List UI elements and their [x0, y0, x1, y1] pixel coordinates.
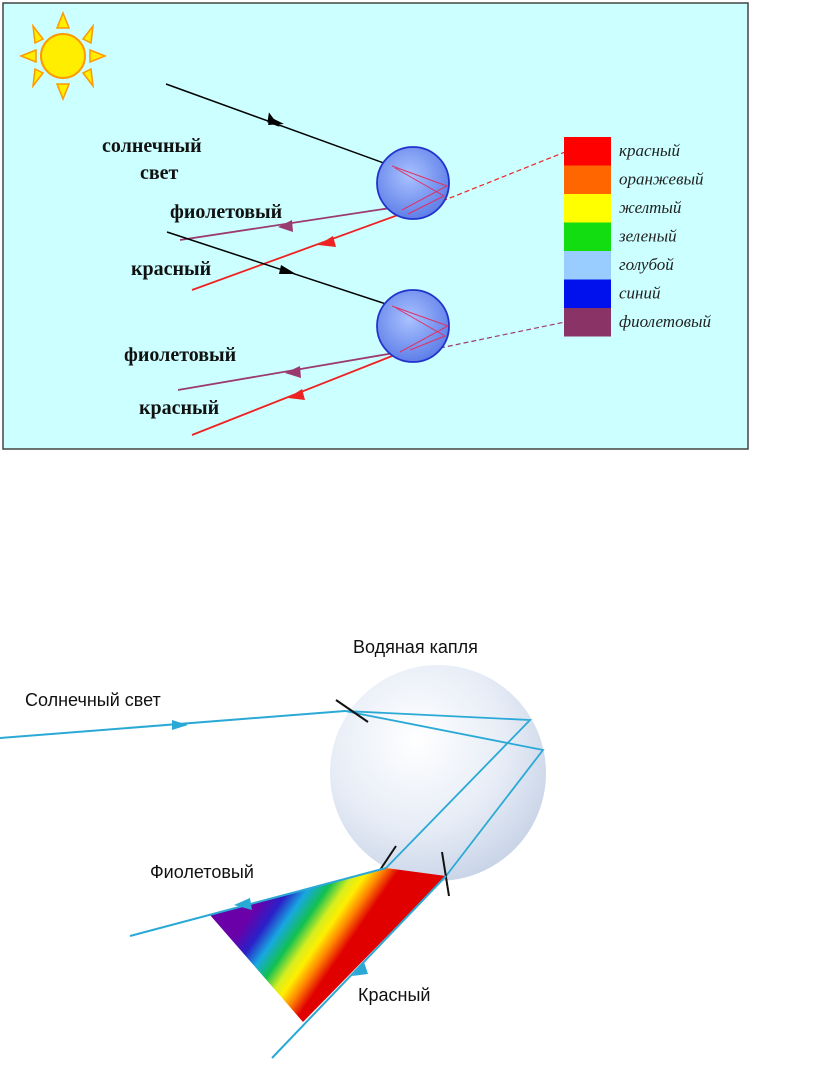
spectrum-swatch	[564, 251, 611, 280]
spectrum-label: голубой	[619, 255, 674, 274]
incoming-ray-arrow-icon	[172, 720, 188, 730]
label-red-lower: красный	[139, 397, 219, 419]
violet-outgoing-ray	[129, 867, 387, 937]
spectrum-label: фиолетовый	[619, 312, 711, 331]
violet-ray-arrow-icon	[234, 898, 252, 910]
internal-rays	[344, 710, 545, 877]
spectrum-label: красный	[619, 141, 680, 160]
sun-icon	[18, 10, 108, 102]
label-red-upper: красный	[131, 258, 211, 280]
water-drop	[330, 665, 546, 881]
spectrum-legend: красный оранжевый желтый зеленый голубой сини…	[564, 137, 711, 337]
upper-raindrop	[376, 146, 450, 220]
spectrum-label: оранжевый	[619, 170, 704, 189]
spectrum-label: зеленый	[618, 227, 677, 246]
label-sunlight-line1: солнечный	[102, 135, 202, 157]
lower-raindrop	[376, 289, 450, 363]
red-ray-arrow-icon	[352, 962, 368, 976]
spectrum-swatch	[564, 279, 611, 308]
lower-drop-rays	[166, 231, 566, 436]
label-violet: Фиолетовый	[150, 862, 254, 882]
spectrum-swatch	[564, 308, 611, 337]
label-violet-upper: фиолетовый	[170, 201, 282, 223]
red-outgoing-ray	[271, 875, 447, 1059]
spectrum-swatch	[564, 194, 611, 223]
label-red: Красный	[358, 985, 430, 1005]
spectrum-label: синий	[619, 284, 661, 303]
rainbow-fan	[210, 868, 446, 1022]
top-diagram-background	[2, 2, 749, 450]
spectrum-swatch	[564, 165, 611, 194]
label-violet-lower: фиолетовый	[124, 344, 236, 366]
spectrum-swatch	[564, 222, 611, 251]
spectrum-label: желтый	[619, 198, 682, 217]
label-water-drop: Водяная капля	[353, 637, 478, 657]
bottom-diagram: Водяная капля Солнечный свет Фиолетовый …	[0, 637, 546, 1059]
top-diagram: солнечный свет фиолетовый красный фиолет…	[2, 2, 749, 450]
label-sunlight-line2: свет	[140, 162, 179, 184]
spectrum-swatch	[564, 137, 611, 166]
label-sunlight: Солнечный свет	[25, 690, 161, 710]
